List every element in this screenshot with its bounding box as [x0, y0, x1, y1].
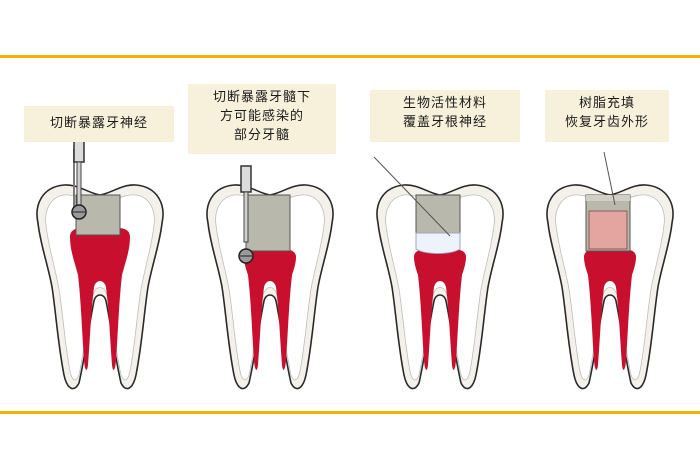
- step-1-label: 切断暴露牙神经: [24, 106, 174, 142]
- step-2-label-line-1: 切断暴露牙髓下: [212, 90, 311, 105]
- step-1-label-line-1: 切断暴露牙神经: [49, 116, 148, 131]
- dental-drill-2: [238, 165, 254, 264]
- pointer-line-3: [373, 156, 451, 237]
- step-2-label-line-2: 方可能感染的: [219, 109, 304, 124]
- step-4-label-line-2: 恢复牙齿外形: [564, 115, 649, 130]
- bottom-rule: [0, 411, 700, 414]
- pointer-line-4: [603, 151, 616, 206]
- step-3-label-line-2: 覆盖牙根神经: [402, 115, 487, 130]
- tooth-step-3: [376, 184, 504, 390]
- tooth-step-1: [36, 149, 164, 390]
- top-rule: [0, 55, 700, 58]
- step-3-label-line-1: 生物活性材料: [402, 96, 487, 111]
- step-2-label-line-3: 部分牙髓: [233, 128, 290, 143]
- tooth-step-2: [206, 184, 334, 390]
- tooth-step-4: [546, 184, 674, 390]
- step-2-label: 切断暴露牙髓下 方可能感染的 部分牙髓: [188, 84, 336, 154]
- step-4-label: 树脂充填 恢复牙齿外形: [545, 90, 669, 142]
- step-4-label-line-1: 树脂充填: [578, 96, 635, 111]
- dental-drill-1: [71, 133, 87, 220]
- step-3-label: 生物活性材料 覆盖牙根神经: [370, 90, 520, 142]
